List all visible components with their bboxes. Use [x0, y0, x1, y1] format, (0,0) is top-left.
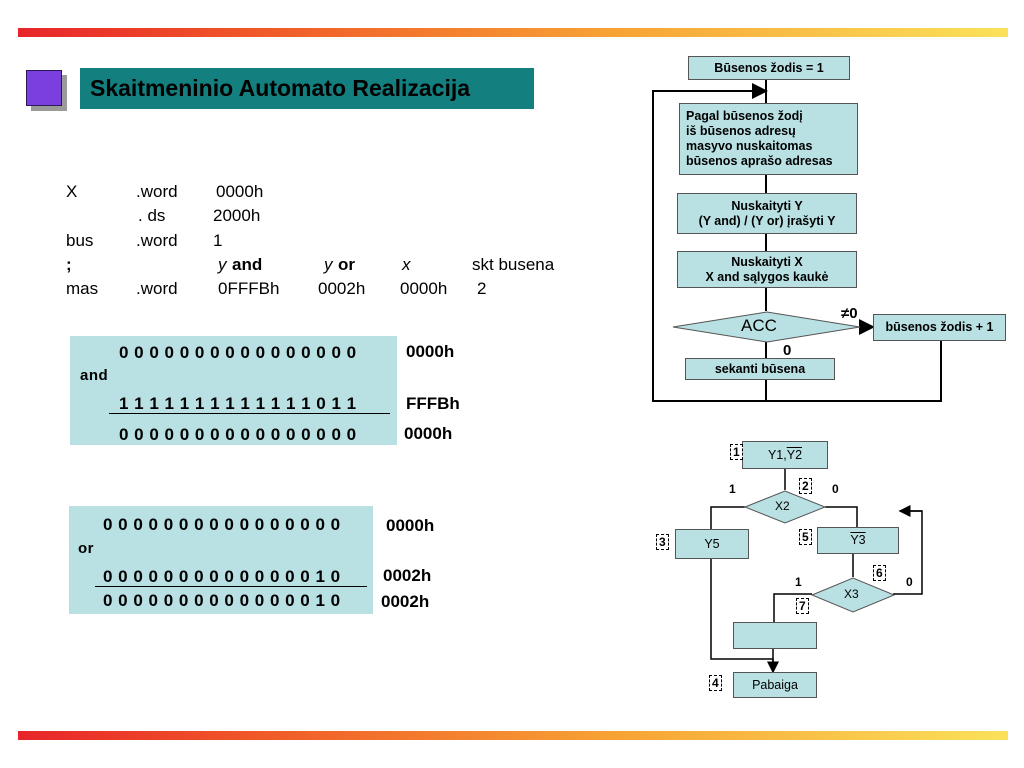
- flowchart-text-line: (Y and) / (Y or) įrašyti Y: [698, 213, 836, 228]
- or-operand-2-hex: 0002h: [383, 566, 432, 585]
- code-value: 0FFFBh: [218, 279, 280, 298]
- flowchart-text-line: X and sąlygos kaukė: [705, 269, 829, 284]
- and-operand-1-bits: 0 0 0 0 0 0 0 0 0 0 0 0 0 0 0 0: [119, 343, 357, 362]
- code-comment-text: skt busena: [472, 255, 555, 274]
- bullet-square-icon: [26, 70, 62, 106]
- flowchart-acc-label: ACC: [741, 316, 777, 335]
- state-marker-7: 7: [796, 598, 809, 614]
- or-operand-2-bits: 0 0 0 0 0 0 0 0 0 0 0 0 0 0 1 0: [103, 567, 341, 586]
- or-result-bits: 0 0 0 0 0 0 0 0 0 0 0 0 0 0 1 0: [103, 591, 341, 610]
- flowchart-acc-decision: [672, 311, 861, 343]
- flowchart-end-box: Pabaiga: [733, 672, 817, 698]
- and-operand-2-bits: 1 1 1 1 1 1 1 1 1 1 1 1 1 0 1 1: [119, 394, 357, 413]
- flowchart-next-state-box: sekanti būsena: [685, 358, 835, 380]
- flowchart-x3-decision: [811, 577, 895, 613]
- state-marker-2: 2: [799, 478, 812, 494]
- state-marker-3: 3: [656, 534, 669, 550]
- code-comment-and: and: [232, 255, 263, 274]
- or-operation-panel: [69, 506, 373, 614]
- flowchart-branch-one: 1: [795, 575, 802, 589]
- flowchart-read-address-box: Pagal būsenos žodį iš būsenos adresų mas…: [679, 103, 858, 175]
- flowchart-read-x-box: Nuskaityti X X and sąlygos kaukė: [677, 251, 857, 288]
- state-marker-4: 4: [709, 675, 722, 691]
- flowchart-branch-zero: 0: [906, 575, 913, 589]
- and-operand-1-hex: 0000h: [406, 342, 455, 361]
- flowchart-state-word-init: Būsenos žodis = 1: [688, 56, 850, 80]
- and-operator-label: and: [80, 367, 109, 384]
- code-value: 2: [477, 279, 487, 298]
- flowchart-text-line: būsenos aprašo adresas: [686, 154, 833, 168]
- flowchart-text-y1: Y1,: [767, 447, 787, 462]
- code-directive: .word: [136, 231, 178, 250]
- or-result-line: [95, 586, 367, 587]
- flowchart-branch-zero: 0: [832, 482, 839, 496]
- code-value: 0000h: [216, 182, 264, 201]
- code-directive: .word: [136, 182, 178, 201]
- top-band: [18, 28, 1008, 37]
- code-value: 2000h: [213, 206, 261, 225]
- and-result-line: [109, 413, 390, 414]
- and-operation-panel: [70, 336, 397, 445]
- flowchart-y5-box: Y5: [675, 529, 749, 559]
- code-label: X: [66, 182, 78, 201]
- state-marker-6: 6: [873, 565, 886, 581]
- flowchart-x3-label: X3: [844, 587, 859, 601]
- slide-title: Skaitmeninio Automato Realizacija: [90, 75, 471, 101]
- flowchart-branch-one: 1: [729, 482, 736, 496]
- or-operand-1-hex: 0000h: [386, 516, 435, 535]
- code-value: 0000h: [400, 279, 448, 298]
- code-comment-y: y: [218, 255, 227, 274]
- bottom-band: [18, 731, 1008, 740]
- code-value: 1: [213, 231, 223, 250]
- code-directive: .word: [136, 279, 178, 298]
- flowchart-text-line: Nuskaityti Y: [731, 198, 803, 213]
- and-result-hex: 0000h: [404, 424, 453, 443]
- or-operand-1-bits: 0 0 0 0 0 0 0 0 0 0 0 0 0 0 0 0: [103, 515, 341, 534]
- title-bar: [80, 68, 534, 109]
- flowchart-empty-box: [733, 622, 817, 649]
- code-comment-marker: ;: [66, 255, 72, 274]
- flowchart-text-line: masyvo nuskaitomas: [686, 139, 813, 153]
- flowchart-text-line: Pagal būsenos žodį: [686, 109, 803, 123]
- flowchart-text-line: iš būsenos adresų: [686, 124, 796, 138]
- flowchart-nonzero-label: ≠0: [841, 305, 858, 322]
- flowchart-text-line: Nuskaityti X: [731, 254, 803, 269]
- code-comment-y: y: [324, 255, 333, 274]
- code-label: bus: [66, 231, 94, 250]
- flowchart-increment-box: būsenos žodis + 1: [873, 314, 1006, 341]
- flowchart-x2-label: X2: [775, 499, 790, 513]
- code-comment-or: or: [338, 255, 355, 274]
- state-marker-5: 5: [799, 529, 812, 545]
- or-operator-label: or: [78, 540, 94, 557]
- code-directive: . ds: [138, 206, 166, 225]
- flowchart-text-y2-negated: Y2: [786, 447, 803, 462]
- code-value: 0002h: [318, 279, 366, 298]
- flowchart-read-y-box: Nuskaityti Y (Y and) / (Y or) įrašyti Y: [677, 193, 857, 234]
- and-operand-2-hex: FFFBh: [406, 394, 460, 413]
- code-label: mas: [66, 279, 99, 298]
- flowchart-y3-box: Y3: [817, 527, 899, 554]
- and-result-bits: 0 0 0 0 0 0 0 0 0 0 0 0 0 0 0 0: [119, 425, 357, 444]
- flowchart-y1-y2-box: Y1, Y2: [742, 441, 828, 469]
- code-comment-x: x: [402, 255, 411, 274]
- flowchart-zero-label: 0: [783, 342, 792, 359]
- state-marker-1: 1: [730, 444, 743, 460]
- or-result-hex: 0002h: [381, 592, 430, 611]
- flowchart-text-y3-negated: Y3: [850, 533, 866, 547]
- flowchart-x2-decision: [744, 490, 826, 524]
